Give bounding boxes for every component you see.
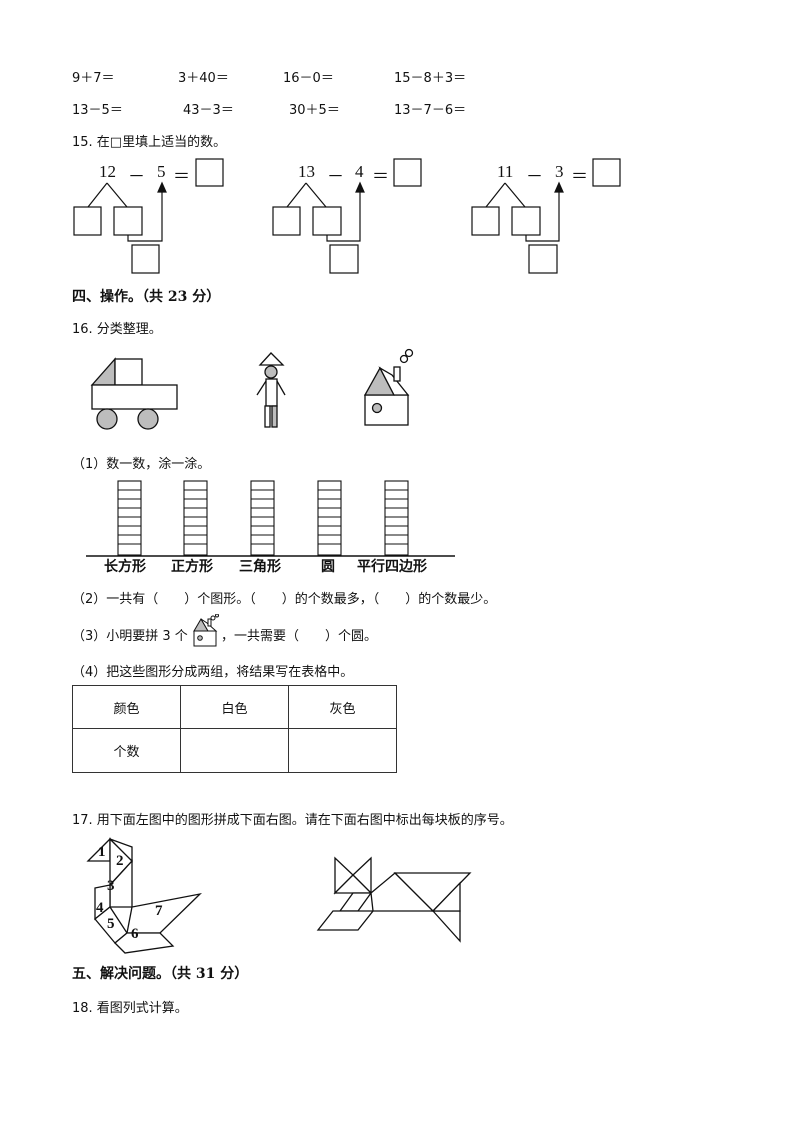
arith-2-2: 43－3＝ — [183, 103, 234, 118]
label-triangle: 三角形 — [239, 559, 281, 575]
q16-table: 颜色 白色 灰色 个数 — [72, 685, 397, 773]
q15-p2-op: － — [327, 167, 344, 186]
arith-2-3: 30＋5＝ — [289, 103, 340, 118]
column-parallelogram — [384, 480, 409, 556]
q18-prompt: 18. 看图列式计算。 — [72, 1001, 188, 1016]
column-triangle — [250, 480, 275, 556]
table-header-color: 颜色 — [72, 685, 181, 729]
table-header-gray: 灰色 — [288, 685, 397, 729]
column-square — [183, 480, 208, 556]
q16-count-chart — [86, 480, 455, 557]
q15-p1-a: 12 — [99, 162, 116, 181]
q16-part3-b: ，一共需要（ ）个圆。 — [221, 629, 378, 644]
column-rectangle — [117, 480, 142, 556]
label-rectangle: 长方形 — [104, 559, 146, 575]
piece-label-5: 5 — [107, 916, 115, 932]
q17-prompt: 17. 用下面左图中的图形拼成下面右图。请在下面右图中标出每块板的序号。 — [72, 813, 513, 828]
truck-figure — [90, 357, 178, 430]
q15-p2-a: 13 — [298, 162, 315, 181]
q15-diagrams — [73, 158, 621, 274]
person-figure — [256, 352, 286, 428]
column-circle — [317, 480, 342, 556]
q17-right-figure[interactable] — [315, 853, 480, 945]
table-cell-white-count[interactable] — [180, 728, 289, 773]
arith-1-2: 3＋40＝ — [178, 71, 229, 86]
q15-p3-eq: ＝ — [571, 167, 588, 186]
section4-title: 四、操作。（共 23 分） — [72, 289, 221, 305]
q17-left-figure — [86, 837, 203, 954]
q15-p1-b: 5 — [157, 162, 166, 181]
q16-part1: （1）数一数，涂一涂。 — [72, 457, 211, 472]
arith-2-4: 13－7－6＝ — [394, 103, 467, 118]
q15-p2-answer-box — [393, 158, 422, 187]
section5-title: 五、解决问题。（共 31 分） — [72, 966, 249, 982]
q16-prompt: 16. 分类整理。 — [72, 322, 162, 337]
piece-label-6: 6 — [131, 926, 139, 942]
q15-p2-b: 4 — [355, 162, 364, 181]
q15-p1-eq: ＝ — [173, 167, 190, 186]
label-square: 正方形 — [171, 559, 213, 575]
piece-label-7: 7 — [155, 903, 163, 919]
house-figure — [363, 348, 414, 426]
piece-label-1: 1 — [98, 844, 106, 860]
q15-prompt: 15. 在□里填上适当的数。 — [72, 135, 227, 150]
q16-part2: （2）一共有（ ）个图形。（ ）的个数最多，（ ）的个数最少。 — [72, 592, 497, 607]
label-circle: 圆 — [321, 559, 335, 575]
table-cell-gray-count[interactable] — [288, 728, 397, 773]
q15-p1-op: － — [128, 167, 145, 186]
q16-part4: （4）把这些图形分成两组，将结果写在表格中。 — [72, 665, 354, 680]
q15-p2-split-box-1 — [272, 206, 301, 236]
piece-label-4: 4 — [96, 900, 104, 916]
table-header-white: 白色 — [180, 685, 289, 729]
q15-p1-split-box-1 — [73, 206, 102, 236]
arith-1-1: 9＋7＝ — [72, 71, 115, 86]
arith-1-3: 16－0＝ — [283, 71, 334, 86]
q15-p1-result-box — [131, 244, 160, 274]
q16-part3-a: （3）小明要拼 3 个 — [72, 629, 188, 644]
q15-p3-split-box-2 — [511, 206, 541, 236]
q15-p2-result-box — [329, 244, 359, 274]
q15-p3-split-box-1 — [471, 206, 500, 236]
q15-p2-eq: ＝ — [372, 167, 389, 186]
label-parallelogram: 平行四边形 — [357, 559, 427, 575]
arith-2-1: 13－5＝ — [72, 103, 123, 118]
arith-1-4: 15－8＋3＝ — [394, 71, 467, 86]
q15-p3-b: 3 — [555, 162, 564, 181]
q15-p3-result-box — [528, 244, 558, 274]
q15-p3-a: 11 — [497, 162, 514, 181]
q15-p2-split-box-2 — [312, 206, 342, 236]
piece-label-3: 3 — [107, 878, 115, 894]
small-house-icon — [193, 614, 219, 647]
table-row-label: 个数 — [72, 728, 181, 773]
q15-p1-answer-box — [195, 158, 224, 187]
q15-p1-split-box-2 — [113, 206, 143, 236]
piece-label-2: 2 — [116, 853, 124, 869]
q15-p3-op: － — [526, 167, 543, 186]
q15-p3-answer-box — [592, 158, 621, 187]
q16-figures — [90, 348, 414, 430]
